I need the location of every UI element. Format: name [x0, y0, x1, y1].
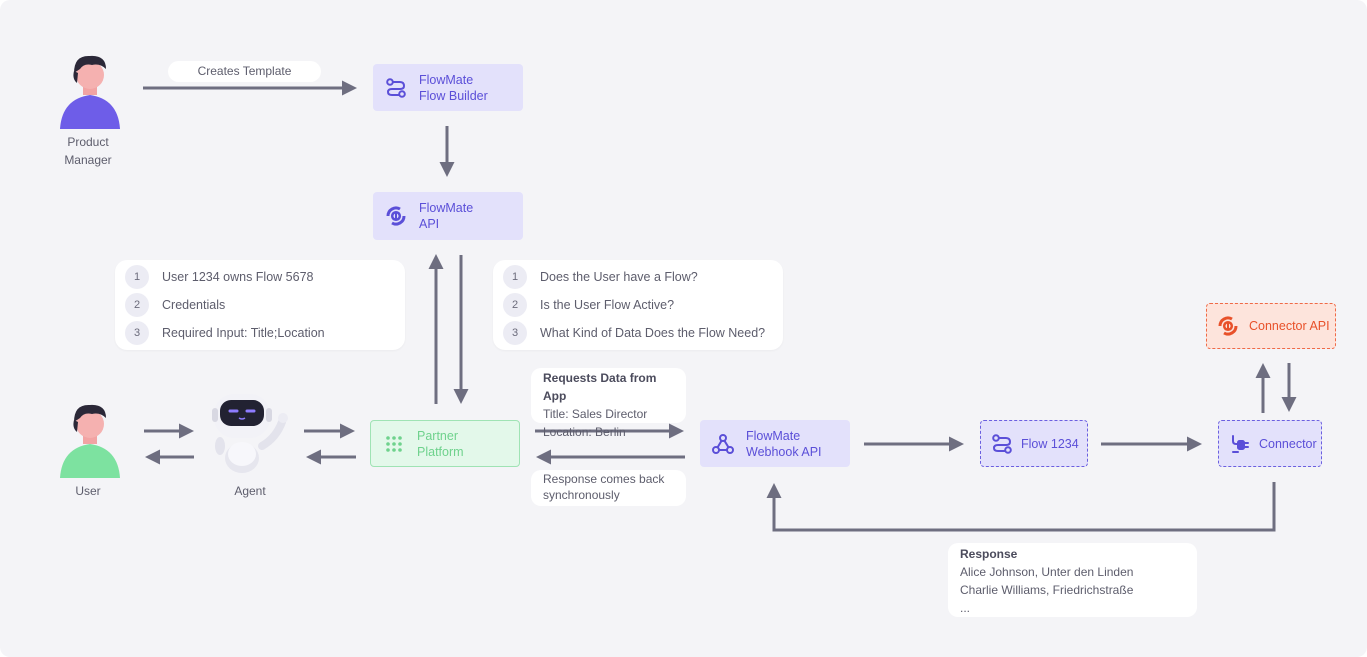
step-text: Does the User have a Flow? [540, 270, 698, 284]
step-number: 2 [125, 293, 149, 317]
node-subtitle: API [419, 217, 440, 231]
node-subtitle: Webhook API [746, 444, 822, 459]
step-text: What Kind of Data Does the Flow Need? [540, 326, 766, 340]
agent-label: Agent [234, 484, 266, 498]
note-line: synchronously [543, 488, 620, 502]
api-questions-card: 1 Does the User have a Flow? 2 Is the User… [493, 260, 783, 350]
step-text: Required Input: Title;Location [162, 326, 325, 340]
flow-1234-node[interactable]: Flow 1234 [980, 420, 1088, 467]
step-number: 3 [125, 321, 149, 345]
product-manager-avatar [60, 55, 120, 129]
user-label: User [75, 484, 101, 498]
sync-response-note: Response comes back synchronously [531, 470, 686, 506]
node-title: Connector [1259, 436, 1317, 451]
note-title: Requests Data from App [543, 371, 657, 403]
step-text: Credentials [162, 298, 226, 312]
webhook-icon [710, 431, 736, 457]
note-line: ... [960, 601, 971, 615]
note-title: Response [960, 547, 1018, 561]
step-number: 3 [503, 321, 527, 345]
flow-route-icon [989, 431, 1015, 457]
node-title: FlowMate [419, 72, 474, 87]
sync-circle-icon [383, 203, 409, 229]
list-item: 2 Credentials [125, 293, 225, 317]
list-item: 3 Required Input: Title;Location [125, 321, 325, 345]
node-title: FlowMate [419, 201, 474, 215]
agent-robot-icon [212, 394, 288, 473]
requests-data-note: Requests Data from App Title: Sales Dire… [531, 368, 686, 439]
note-line: Charlie Williams, Friedrichstraße [960, 583, 1134, 597]
flow-route-icon [383, 75, 409, 101]
platform-info-card: 1 User 1234 owns Flow 5678 2 Credentials 3… [115, 260, 405, 350]
node-title: FlowMate [746, 428, 801, 443]
node-title: Connector API [1249, 319, 1330, 333]
step-number: 1 [125, 265, 149, 289]
list-item: 2 Is the User Flow Active? [503, 293, 674, 317]
step-text: Is the User Flow Active? [540, 298, 675, 312]
note-line: Alice Johnson, Unter den Linden [960, 565, 1134, 579]
node-subtitle: Flow Builder [419, 88, 488, 103]
note-line: Response comes back [543, 472, 665, 486]
list-item: 3 What Kind of Data Does the Flow Need? [503, 321, 765, 345]
step-number: 2 [503, 293, 527, 317]
list-item: 1 Does the User have a Flow? [503, 265, 698, 289]
arrow-connector-to-webhook [766, 482, 1276, 532]
list-item: 1 User 1234 owns Flow 5678 [125, 265, 313, 289]
step-text: User 1234 owns Flow 5678 [162, 270, 314, 284]
connector-node[interactable]: Connector [1218, 420, 1322, 467]
sync-circle-icon [1215, 313, 1241, 339]
connector-api-node[interactable]: Connector API [1206, 303, 1336, 349]
product-manager-label: Product Manager [64, 135, 112, 167]
note-line: Title: Sales Director [543, 407, 648, 421]
grid-dots-icon [381, 431, 407, 457]
step-number: 1 [503, 265, 527, 289]
response-note: Response Alice Johnson, Unter den Linden… [948, 543, 1197, 617]
node-title: Flow 1234 [1021, 436, 1079, 451]
plug-icon [1227, 431, 1253, 457]
node-title: Partner [417, 428, 458, 443]
creates-template-label: Creates Template [168, 61, 321, 82]
node-subtitle: Platform [417, 444, 464, 459]
user-avatar [60, 404, 120, 478]
note-line: Location: Berlin [543, 425, 626, 439]
